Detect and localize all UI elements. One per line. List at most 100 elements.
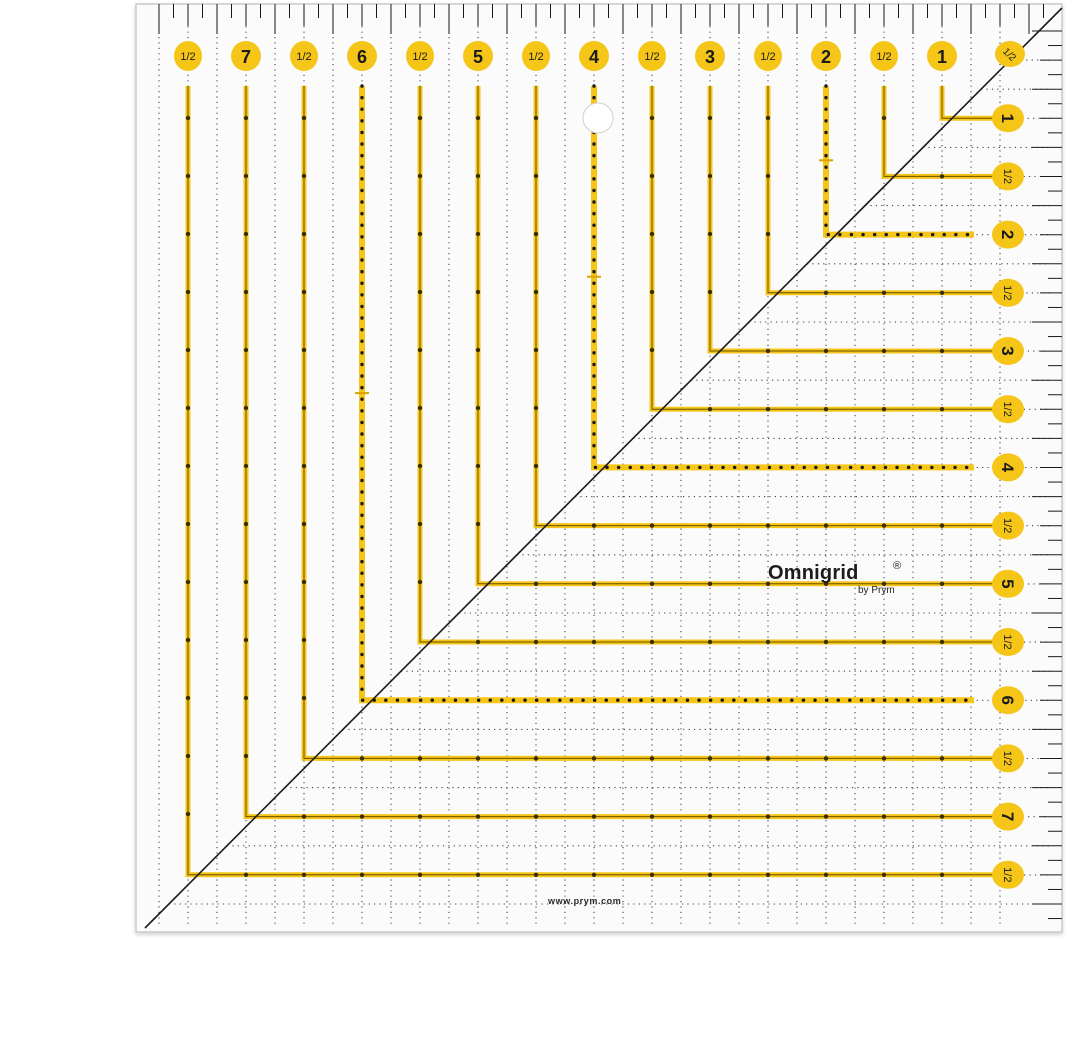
top-label-badge — [927, 41, 957, 71]
guide-dot — [243, 173, 249, 179]
right-label-text: 4 — [998, 463, 1017, 473]
guide-dot — [881, 756, 887, 761]
guide-dot — [649, 115, 655, 121]
guide-dot — [301, 637, 307, 643]
hanging-hole — [582, 102, 614, 134]
yellow-guide-line — [245, 86, 1022, 818]
top-label-text: 4 — [589, 47, 599, 67]
guide-dot — [939, 872, 945, 877]
guide-dot — [417, 173, 423, 179]
guide-dot — [185, 289, 191, 295]
website-text: www.prym.com — [548, 896, 622, 906]
guide-dot — [823, 523, 829, 528]
guide-dot — [649, 173, 655, 179]
right-label-text: 1/2 — [1001, 402, 1013, 417]
trademark-symbol: ® — [893, 560, 902, 572]
guide-dot — [765, 348, 771, 354]
guide-dot — [765, 872, 771, 877]
guide-dot — [649, 581, 655, 586]
guide-dot — [533, 289, 539, 295]
brand-logo: Omnigrid ® by Prym — [768, 560, 918, 606]
top-label-badge — [870, 41, 898, 71]
guide-dot — [649, 523, 655, 528]
yellow-guide-line — [419, 86, 1022, 643]
top-label-badge — [522, 41, 550, 71]
yellow-guide-line — [477, 86, 1022, 585]
guide-dot — [533, 115, 539, 121]
guide-dot — [359, 872, 365, 877]
top-label-text: 2 — [821, 47, 831, 67]
guide-dot — [243, 872, 249, 877]
right-label-text: 1/2 — [1001, 285, 1013, 300]
guide-dot — [823, 407, 829, 412]
guide-dot — [475, 872, 481, 877]
guide-dot — [185, 405, 191, 411]
right-label-badge — [992, 278, 1024, 307]
right-label-badge — [992, 395, 1024, 424]
guide-dot — [301, 405, 307, 411]
guide-dot — [707, 639, 713, 645]
guide-dot — [475, 289, 481, 295]
top-label-text: 7 — [241, 47, 251, 67]
guide-dot — [707, 231, 713, 237]
right-label-badge — [992, 569, 1024, 598]
guide-dot — [881, 348, 887, 354]
guide-dot — [881, 639, 887, 645]
guide-dot — [301, 521, 307, 527]
guide-dot — [475, 814, 481, 819]
guide-dot — [707, 872, 713, 877]
right-label-text: 1/2 — [1001, 867, 1013, 882]
right-label-badge — [992, 744, 1024, 773]
guide-dot — [301, 579, 307, 585]
right-labels: 11/221/231/241/251/261/271/2 — [992, 104, 1024, 889]
guide-dot — [649, 289, 655, 295]
guide-dot — [301, 173, 307, 179]
guide-dot — [765, 115, 771, 121]
guide-dot — [243, 289, 249, 295]
guide-dot — [591, 872, 597, 877]
top-label-badge — [347, 41, 377, 71]
guide-dot — [359, 814, 365, 819]
bold-dotted-guides — [355, 84, 976, 704]
guide-dot — [533, 581, 539, 586]
guide-dot — [475, 115, 481, 121]
right-label-badge — [992, 802, 1024, 831]
guide-dot — [939, 523, 945, 528]
guide-dot — [533, 405, 539, 411]
brand-name: Omnigrid — [768, 562, 859, 584]
guide-dot — [243, 637, 249, 643]
yellow-guide-line — [303, 86, 1022, 759]
guide-dot — [649, 872, 655, 877]
top-label-text: 1/2 — [760, 51, 775, 63]
guide-dot — [301, 695, 307, 701]
top-label-text: 1/2 — [296, 51, 311, 63]
guide-dot — [417, 347, 423, 353]
top-label-badge — [995, 41, 1025, 67]
right-label-text: 2 — [998, 230, 1017, 239]
top-label-badge — [231, 41, 261, 71]
guide-dot — [939, 814, 945, 819]
top-label-badge — [811, 41, 841, 71]
top-label-text: 1/2 — [876, 51, 891, 63]
top-label-badge — [638, 41, 666, 71]
guide-dot — [185, 115, 191, 121]
guide-dot — [417, 814, 423, 819]
right-label-badge — [992, 220, 1024, 249]
guide-dot — [823, 872, 829, 877]
guide-dot — [475, 347, 481, 353]
guide-dot — [301, 872, 307, 877]
guide-dot — [417, 115, 423, 121]
guide-dot — [823, 581, 829, 586]
top-label-badge — [695, 41, 725, 71]
guide-dot — [301, 347, 307, 353]
guide-dot — [939, 756, 945, 761]
dotted-guide-dots — [592, 84, 976, 470]
guide-dot — [533, 814, 539, 819]
guide-dot — [301, 814, 307, 819]
right-label-badge — [992, 686, 1024, 715]
guide-dot — [881, 523, 887, 528]
top-label-text: 3 — [705, 47, 715, 67]
guide-dot — [533, 639, 539, 645]
guide-dot — [185, 173, 191, 179]
